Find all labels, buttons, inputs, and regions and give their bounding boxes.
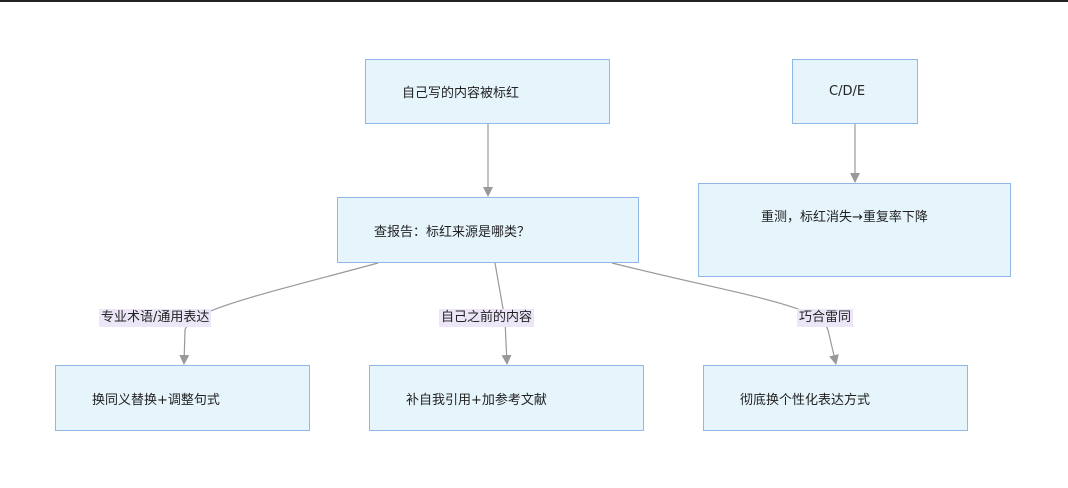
edge-label-coincidence: 巧合雷同: [797, 309, 854, 327]
node-self-citation: 补自我引用+加参考文献: [369, 365, 644, 431]
top-border: [0, 0, 1068, 2]
node-synonym-rewrite: 换同义替换+调整句式: [55, 365, 310, 431]
edge-check-to-synonym: [179, 262, 379, 365]
node-label: 彻底换个性化表达方式: [740, 392, 871, 408]
node-retest: 重测，标红消失→重复率下降: [698, 183, 1011, 277]
edge-label-terms: 专业术语/通用表达: [99, 309, 212, 327]
node-check-report: 查报告：标红来源是哪类？: [337, 197, 639, 263]
node-personalize-expression: 彻底换个性化表达方式: [703, 365, 968, 431]
edge-label-previous: 自己之前的内容: [439, 309, 535, 327]
node-cde: C/D/E: [792, 59, 918, 124]
node-label: C/D/E: [829, 84, 866, 99]
node-label: 重测，标红消失→重复率下降: [761, 210, 928, 225]
node-label: 自己写的内容被标红: [402, 86, 520, 101]
node-label: 补自我引用+加参考文献: [406, 392, 547, 408]
node-label: 查报告：标红来源是哪类？: [374, 224, 531, 240]
node-label: 换同义替换+调整句式: [92, 392, 220, 408]
node-own-content-flagged: 自己写的内容被标红: [365, 59, 610, 124]
